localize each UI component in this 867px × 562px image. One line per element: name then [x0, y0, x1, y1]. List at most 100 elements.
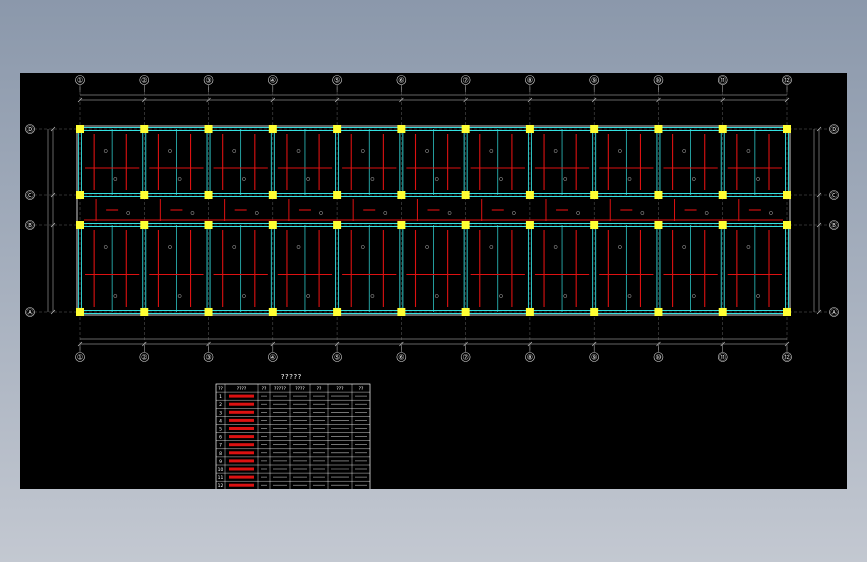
axis-bubble [589, 352, 599, 362]
axis-bubble [75, 75, 85, 85]
axis-label: Ⓐ [831, 309, 838, 317]
column [76, 125, 84, 133]
rebar-tag [306, 177, 310, 181]
axis-label: ⑫ [784, 354, 791, 362]
axis-label: ⑩ [655, 354, 661, 362]
axis-label: Ⓐ [27, 309, 34, 317]
column [397, 308, 406, 316]
column [140, 191, 149, 199]
column [204, 308, 213, 316]
axis-bubble [268, 352, 278, 362]
rebar-tag [126, 211, 131, 215]
rebar-tag [756, 294, 760, 298]
column [718, 191, 727, 199]
schedule-table: ????? ????????????????????????1234567891… [215, 373, 371, 489]
axis-label: Ⓒ [27, 192, 34, 200]
axis-label: ③ [205, 77, 211, 85]
table-symbol [229, 394, 254, 398]
axis-label: ④ [270, 354, 276, 362]
rebar-tag [296, 149, 301, 153]
table-cell: 5 [219, 427, 222, 433]
column [654, 221, 663, 229]
axis-grid [34, 87, 833, 351]
column [140, 221, 149, 229]
table-header: ???? [295, 386, 305, 392]
axis-label: ⑤ [334, 354, 340, 362]
rebar-tag [319, 211, 323, 215]
rebar-tag [563, 177, 568, 181]
column [525, 191, 534, 199]
column [333, 221, 342, 229]
axis-bubble [332, 75, 342, 85]
axis-bubble [460, 352, 471, 362]
beams [78, 127, 789, 314]
rebar-tag [113, 177, 118, 181]
rebar-tag [370, 294, 375, 298]
table-symbol [229, 435, 254, 439]
column [333, 308, 342, 316]
table-symbol [229, 483, 254, 487]
table-header: ?? [262, 386, 267, 392]
rebar-tag [360, 245, 365, 249]
column [268, 125, 277, 133]
axis-bubble [525, 75, 535, 85]
axis-label: ⑨ [591, 77, 597, 85]
rebar-tag [627, 177, 632, 181]
column [783, 221, 791, 229]
column [204, 191, 213, 199]
rebar-tag [704, 211, 709, 215]
axis-bubble [203, 352, 214, 362]
column [654, 191, 663, 199]
rebar-tag [640, 211, 645, 215]
axis-label: ⑤ [334, 77, 340, 85]
rebar-tag [618, 245, 622, 249]
axis-label: ⑧ [527, 77, 533, 85]
table-header: ?? [317, 386, 322, 392]
rebar-tag [499, 294, 503, 298]
axis-label: ⑪ [719, 77, 726, 85]
table-symbol [229, 459, 254, 463]
column [204, 125, 213, 133]
axis-bubble [717, 75, 728, 85]
column [397, 221, 406, 229]
rebar-tag [553, 149, 558, 153]
rebar-tag [434, 294, 439, 298]
axis-bubble [332, 352, 342, 362]
rebar-tag [512, 211, 516, 215]
table-cell: 10 [218, 467, 224, 473]
column [140, 125, 149, 133]
rebar-tag [103, 149, 108, 153]
axis-label: Ⓒ [831, 192, 838, 200]
rebar-tag [168, 245, 172, 249]
rebar-tag [553, 245, 558, 249]
table-symbol [229, 451, 254, 455]
rebar-tag [618, 149, 622, 153]
column [525, 125, 534, 133]
rebar-tag [425, 149, 429, 153]
axis-bubble [203, 75, 214, 85]
column [76, 191, 84, 199]
rebar-tag [190, 211, 195, 215]
rebar-tag [232, 149, 237, 153]
column [590, 221, 599, 229]
axis-label: ③ [205, 354, 211, 362]
rebar-tag [177, 294, 182, 298]
axis-label: ⑥ [398, 77, 404, 85]
dim-tick [50, 309, 56, 315]
rebar-tag [576, 211, 580, 215]
table-cell: 2 [219, 402, 222, 408]
column [654, 308, 663, 316]
axis-label: ⑦ [462, 77, 468, 85]
axis-bubble [829, 190, 839, 200]
table-symbol [229, 443, 254, 447]
rebar-tag [746, 245, 751, 249]
dim-tick [50, 222, 56, 228]
column [590, 191, 599, 199]
axis-bubble [25, 190, 35, 200]
column [204, 221, 213, 229]
axis-label: Ⓑ [831, 222, 838, 230]
column [397, 191, 406, 199]
dim-tick [50, 192, 56, 198]
